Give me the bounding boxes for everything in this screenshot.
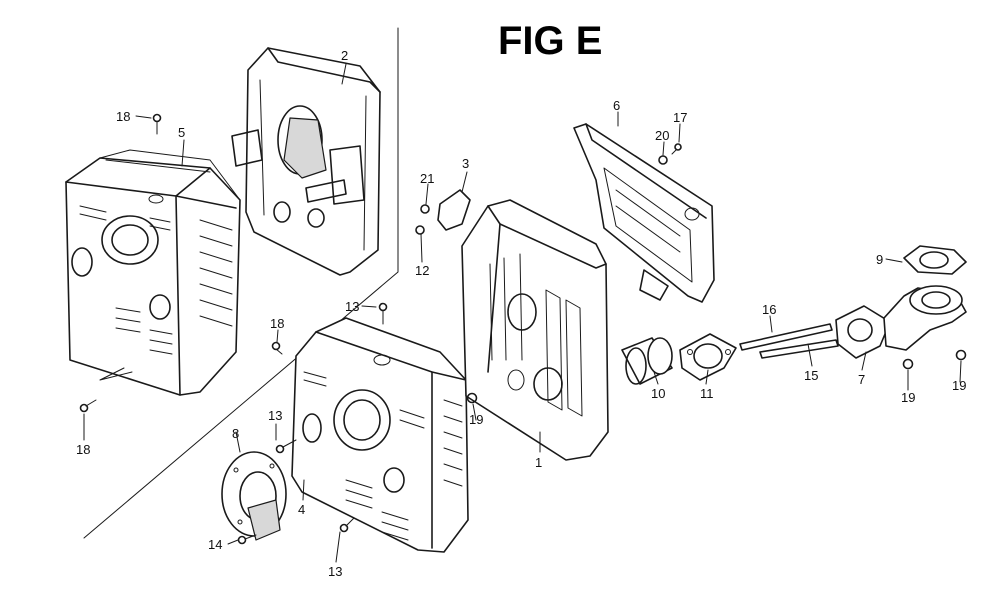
callout-10: 10 [651,386,665,401]
callout-20: 20 [655,128,669,143]
callout-13-mid: 13 [268,408,282,423]
muffler-protector-left [65,149,241,396]
callout-18-mid: 18 [270,316,284,331]
figure-title: FIG E [498,19,602,63]
callout-19-muffler: 19 [469,412,483,427]
muffler-gasket [679,333,737,381]
callout-12: 12 [415,263,429,278]
callout-5: 5 [178,125,185,140]
callout-9: 9 [876,252,883,267]
callout-11: 11 [700,386,714,401]
muffler-body [461,199,609,461]
callout-3: 3 [462,156,469,171]
callout-8: 8 [232,426,239,441]
callout-18-top: 18 [116,109,130,124]
muffler-protector-rear [231,47,381,276]
callout-16: 16 [762,302,776,317]
callout-4: 4 [298,502,305,517]
stud-bolts [739,323,839,359]
callout-18-bottom: 18 [76,442,90,457]
spark-arrester-cap [221,451,287,541]
callout-14: 14 [208,537,222,552]
callout-13-bottom: 13 [328,564,342,579]
leader-lines [83,63,962,563]
exhaust-manifold [835,285,967,359]
callout-19-right: 19 [952,378,966,393]
exhaust-pipe [621,337,673,385]
heat-shield [573,123,715,303]
callout-17: 17 [673,110,687,125]
callout-7: 7 [858,372,865,387]
callout-13-top: 13 [345,299,359,314]
callout-6: 6 [613,98,620,113]
callout-1: 1 [535,455,542,470]
muffler-protector-front [291,317,469,553]
fasteners [79,113,967,545]
callout-21: 21 [420,171,434,186]
section-divider [83,27,399,539]
callout-15: 15 [804,368,818,383]
callout-19-manifold: 19 [901,390,915,405]
callout-labels: 1 2 3 4 5 6 7 8 9 10 11 12 13 13 13 14 1… [76,48,966,579]
manifold-gasket [903,245,967,275]
callout-2: 2 [341,48,348,63]
bracket [437,189,471,231]
